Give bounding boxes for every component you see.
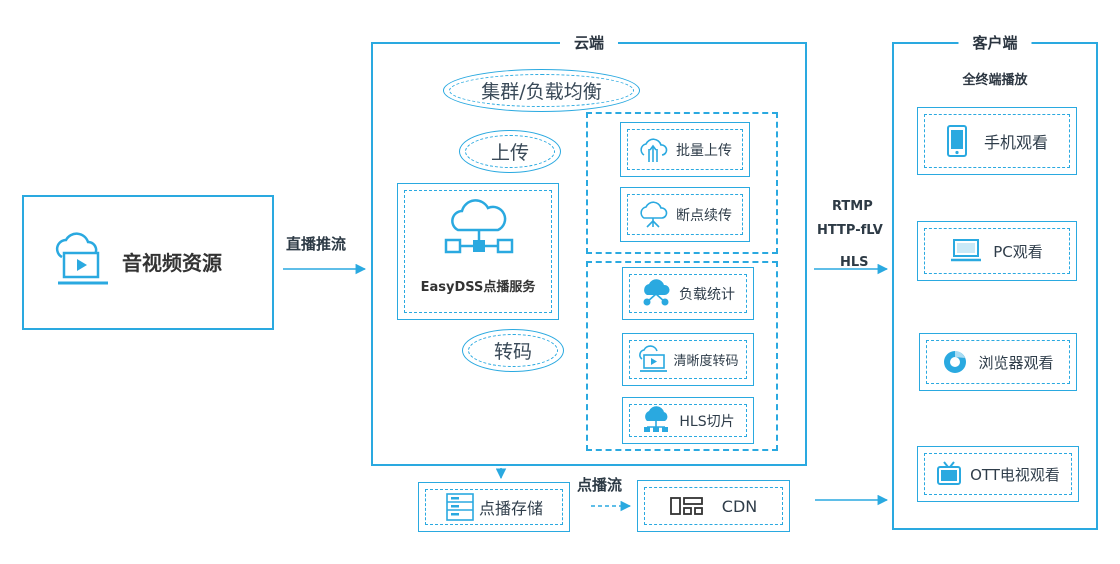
load-stats-label: 负载统计 [679, 286, 735, 303]
cloud-resume-icon [640, 200, 668, 228]
live-push-label: 直播推流 [286, 235, 347, 253]
client-browser-box: 浏览器观看 [919, 333, 1077, 391]
upload-label: 上传 [490, 142, 529, 164]
service-label: EasyDSS点播服务 [420, 280, 536, 295]
hls-slice-box: HLS切片 [622, 397, 754, 444]
protocol-rtmp: RTMP [832, 199, 873, 214]
client-browser-label: 浏览器观看 [978, 353, 1054, 372]
resume-upload-label: 断点续传 [676, 207, 732, 224]
upload-ellipse: 上传 [459, 130, 561, 173]
load-stats-box: 负载统计 [622, 267, 754, 320]
protocol-hls: HLS [840, 255, 869, 270]
cdn-box: CDN [637, 480, 790, 532]
batch-upload-label: 批量上传 [676, 142, 732, 159]
easydss-service-box: EasyDSS点播服务 [397, 183, 559, 320]
cloud-network-icon [444, 199, 514, 254]
transcode-ellipse: 转码 [462, 329, 564, 372]
resolution-transcode-label: 清晰度转码 [673, 354, 739, 369]
client-phone-box: 手机观看 [917, 107, 1077, 175]
cdn-icon [669, 497, 703, 515]
monitor-play-icon [639, 344, 668, 372]
vod-stream-label: 点播流 [577, 476, 623, 494]
processing-feature-group [586, 261, 778, 451]
cloud-title: 云端 [559, 32, 619, 54]
tv-icon [937, 461, 962, 485]
client-tv-box: OTT电视观看 [917, 446, 1079, 502]
cdn-label: CDN [721, 496, 758, 516]
monitor-icon [951, 239, 982, 262]
vod-storage-label: 点播存储 [478, 499, 543, 518]
load-balance-ellipse: 集群/负载均衡 [443, 69, 640, 112]
protocol-http-flv: HTTP-fLV [817, 223, 883, 238]
source-box: 音视频资源 [22, 195, 274, 330]
source-label: 音视频资源 [122, 251, 222, 275]
upload-feature-group [586, 112, 778, 254]
client-phone-label: 手机观看 [983, 133, 1048, 152]
client-pc-label: PC观看 [993, 242, 1043, 261]
server-icon [446, 493, 474, 521]
resolution-transcode-box: 清晰度转码 [622, 333, 754, 386]
client-title: 客户端 [958, 32, 1032, 54]
hls-slice-label: HLS切片 [679, 413, 735, 430]
vod-storage-box: 点播存储 [418, 482, 570, 532]
cloud-video-icon [55, 232, 108, 285]
resume-upload-box: 断点续传 [620, 187, 750, 242]
transcode-label: 转码 [493, 341, 532, 363]
client-pc-box: PC观看 [917, 221, 1077, 281]
cloud-upload-icon [640, 137, 668, 162]
batch-upload-box: 批量上传 [620, 122, 750, 177]
load-balance-label: 集群/负载均衡 [481, 81, 602, 103]
cloud-slice-icon [644, 405, 669, 432]
phone-icon [946, 125, 967, 157]
browser-icon [944, 351, 967, 373]
client-subtitle: 全终端播放 [962, 73, 1028, 88]
cloud-share-icon [643, 278, 670, 305]
client-tv-label: OTT电视观看 [970, 465, 1060, 484]
